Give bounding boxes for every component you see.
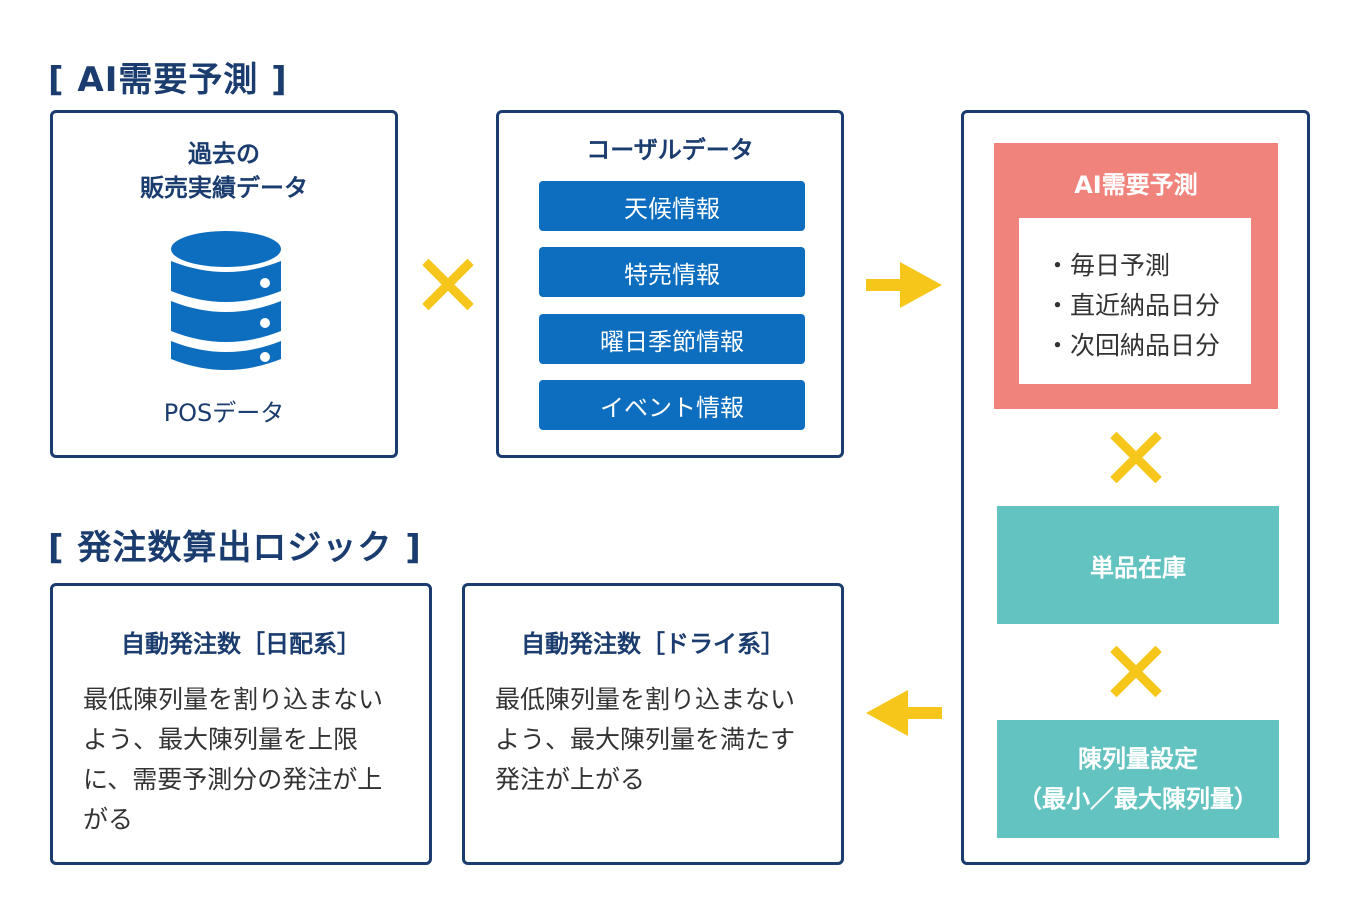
logic-daily-line: 最低陳列量を割り込まない: [83, 685, 384, 714]
stock-label: 単品在庫: [1090, 553, 1186, 582]
forecast-item: ・毎日予測: [1045, 251, 1171, 280]
multiply-icon-2: [1108, 429, 1164, 485]
section-title-ai: [ AI需要予測 ]: [48, 60, 288, 100]
logic-daily-line: よう、最大陳列量を上限: [83, 725, 359, 754]
section-title-logic: [ 発注数算出ロジック ]: [48, 528, 422, 568]
pos-panel-title-line1: 過去の: [188, 140, 260, 168]
stock-box: 単品在庫: [997, 506, 1279, 624]
pos-data-panel: 過去の 販売実績データ POSデータ: [50, 110, 398, 458]
user-data-item: イベント情報: [539, 380, 805, 430]
logic-daily-line: に、需要予測分の発注が上: [83, 765, 383, 794]
logic-daily-line: がる: [83, 805, 134, 834]
logic-daily-title: 自動発注数［日配系］: [121, 630, 361, 658]
forecast-item: ・次回納品日分: [1045, 331, 1221, 360]
multiply-icon-1: [420, 256, 476, 312]
database-icon: [171, 231, 281, 370]
logic-dry-line: 最低陳列量を割り込まない: [495, 685, 796, 714]
user-data-item: 特売情報: [539, 247, 805, 297]
forecast-item: ・直近納品日分: [1045, 291, 1221, 320]
forecast-list: ・毎日予測 ・直近納品日分 ・次回納品日分: [1019, 218, 1251, 384]
logic-dry-body: 最低陳列量を割り込まない よう、最大陳列量を満たす 発注が上がる: [495, 680, 817, 800]
logic-daily-panel: 自動発注数［日配系］ 最低陳列量を割り込まない よう、最大陳列量を上限 に、需要…: [50, 583, 432, 865]
arrow-left-icon: [866, 690, 942, 736]
user-data-panel: コーザルデータ 天候情報 特売情報 曜日季節情報 イベント情報: [496, 110, 844, 458]
multiply-icon-3: [1108, 643, 1164, 699]
arrow-right-icon: [866, 262, 942, 308]
logic-dry-title: 自動発注数［ドライ系］: [521, 630, 785, 658]
logic-dry-panel: 自動発注数［ドライ系］ 最低陳列量を割り込まない よう、最大陳列量を満たす 発注…: [462, 583, 844, 865]
logic-daily-body: 最低陳列量を割り込まない よう、最大陳列量を上限 に、需要予測分の発注が上 がる: [83, 680, 405, 840]
ai-forecast-panel: AI需要予測 ・毎日予測 ・直近納品日分 ・次回納品日分 単品在庫 陳列量設定 …: [961, 110, 1310, 865]
pos-panel-title-line2: 販売実績データ: [140, 174, 308, 202]
display-setting-line2: （最小／最大陳列量）: [1018, 785, 1258, 813]
ai-forecast-box: AI需要予測 ・毎日予測 ・直近納品日分 ・次回納品日分: [994, 143, 1278, 409]
user-data-item: 天候情報: [539, 181, 805, 231]
logic-dry-line: 発注が上がる: [495, 765, 646, 794]
user-data-item: 曜日季節情報: [539, 314, 805, 364]
logic-dry-line: よう、最大陳列量を満たす: [495, 725, 796, 754]
pos-caption: POSデータ: [163, 399, 285, 427]
ai-forecast-title: AI需要予測: [1074, 171, 1198, 199]
display-setting-box: 陳列量設定 （最小／最大陳列量）: [997, 720, 1279, 838]
user-data-title: コーザルデータ: [586, 136, 754, 164]
display-setting-line1: 陳列量設定: [1078, 745, 1198, 773]
